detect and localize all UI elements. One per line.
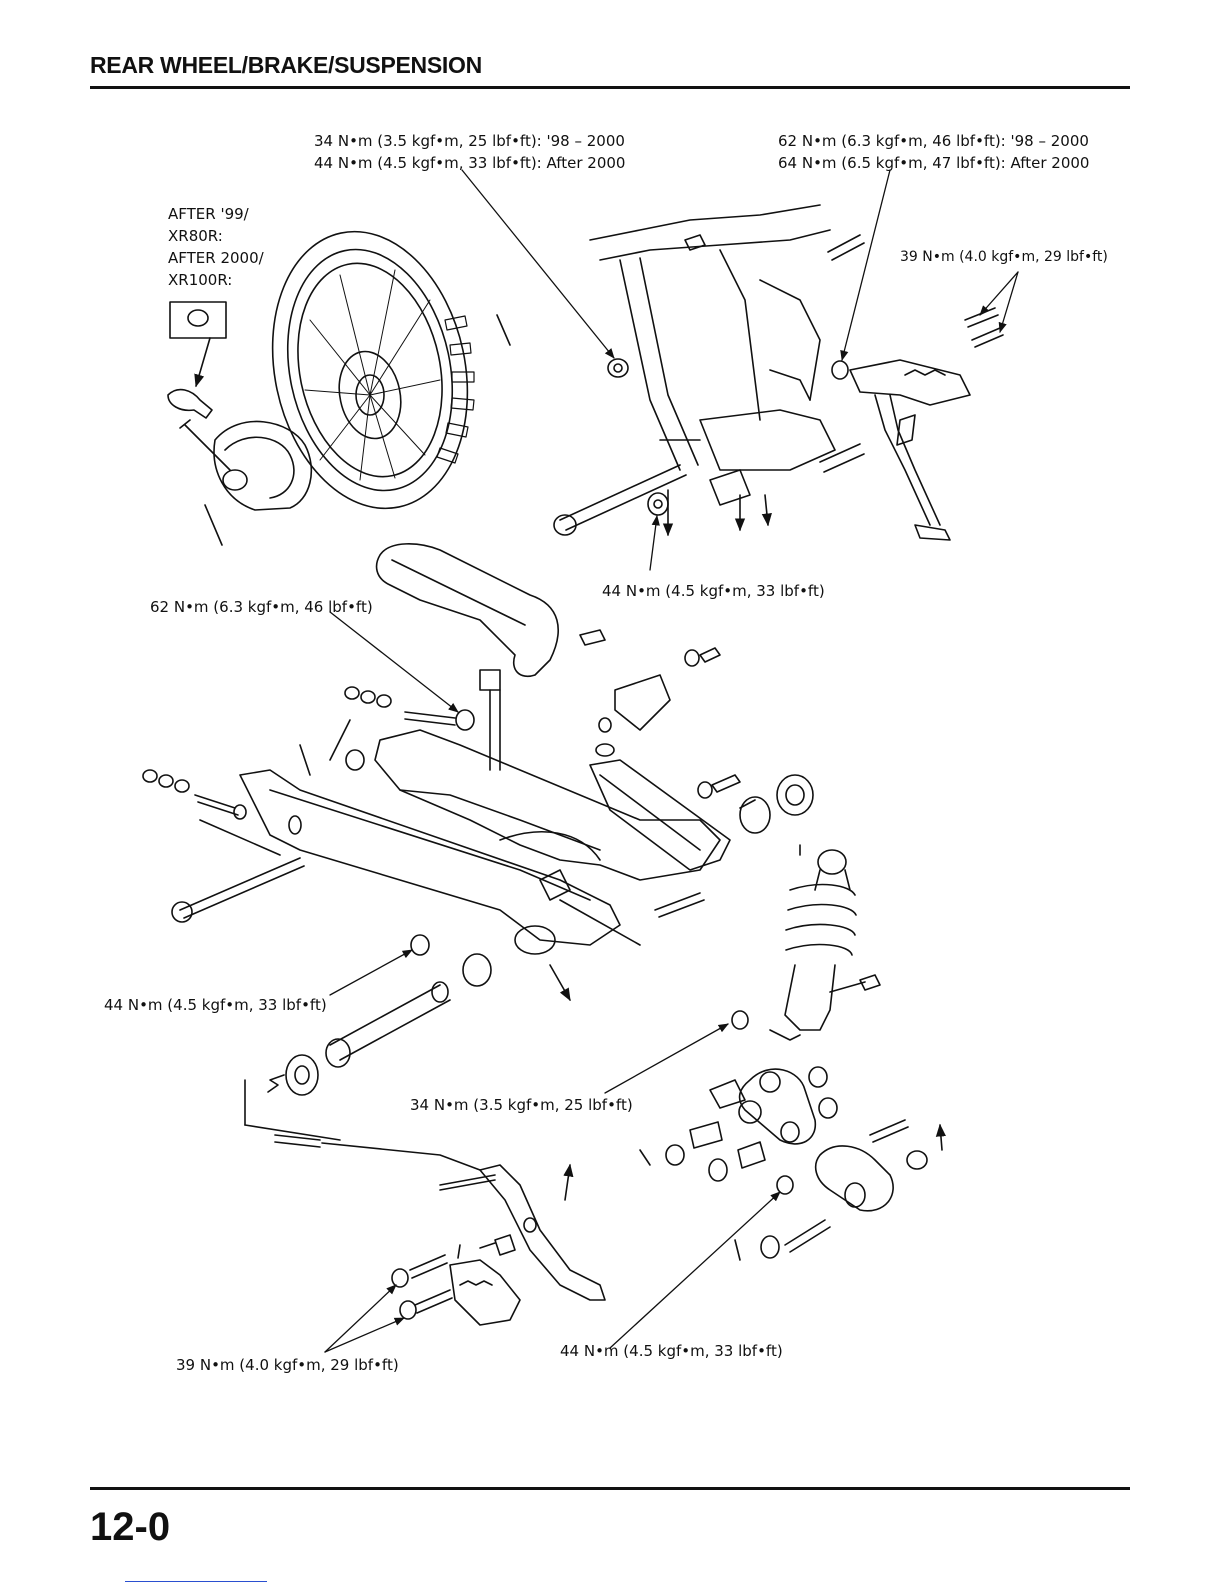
shock-nut-torque-callout: 34 N•m (3.5 kgf•m, 25 lbf•ft) (410, 1094, 633, 1116)
chain-guard (375, 543, 559, 771)
footpeg-left (391, 1244, 521, 1326)
torque-spec-line: 44 N•m (4.5 kgf•m, 33 lbf•ft): After 200… (314, 154, 626, 172)
pivot-bolt-torque-callout: 62 N•m (6.3 kgf•m, 46 lbf•ft): '98 – 200… (778, 130, 1089, 174)
torque-spec-line: 39 N•m (4.0 kgf•m, 29 lbf•ft) (900, 249, 1108, 265)
rear-wheel (271, 230, 511, 510)
pivot-nut-torque-callout: 44 N•m (4.5 kgf•m, 33 lbf•ft) (104, 994, 327, 1016)
torque-spec-line: 34 N•m (3.5 kgf•m, 25 lbf•ft): '98 – 200… (314, 132, 625, 150)
footpeg-right (849, 359, 971, 541)
footpeg-bolt-torque-callout-right: 39 N•m (4.0 kgf•m, 29 lbf•ft) (900, 246, 1108, 268)
shock-absorber (731, 844, 881, 1041)
link-underline (125, 1581, 267, 1582)
footpeg-bolt-torque-callout-left: 39 N•m (4.0 kgf•m, 29 lbf•ft) (176, 1354, 399, 1376)
suspension-linkage (639, 1066, 947, 1261)
frame-nut-torque-callout: 44 N•m (4.5 kgf•m, 33 lbf•ft) (602, 580, 825, 602)
brake-panel (167, 301, 313, 546)
model-note-line: AFTER 2000/ (168, 249, 264, 267)
page-number: 12-0 (90, 1505, 171, 1549)
torque-spec-line: 64 N•m (6.5 kgf•m, 47 lbf•ft): After 200… (778, 154, 1090, 172)
model-note-line: XR100R: (168, 271, 233, 289)
linkage-nut-torque-callout: 44 N•m (4.5 kgf•m, 33 lbf•ft) (560, 1340, 783, 1362)
model-note-line: AFTER '99/ (168, 205, 249, 223)
leader-lines (324, 169, 1019, 1353)
model-note-line: XR80R: (168, 227, 223, 245)
torque-spec-line: 44 N•m (4.5 kgf•m, 33 lbf•ft) (560, 1342, 783, 1360)
brake-pedal (274, 1134, 606, 1301)
model-applicability-note: AFTER '99/ XR80R: AFTER 2000/ XR100R: (168, 203, 264, 291)
swingarm (199, 729, 721, 1002)
pivot-shaft (244, 953, 492, 1141)
small-hardware (142, 629, 814, 956)
torque-spec-line: 44 N•m (4.5 kgf•m, 33 lbf•ft) (602, 582, 825, 600)
chain-slider (589, 759, 731, 871)
axle-nut-torque-callout: 34 N•m (3.5 kgf•m, 25 lbf•ft): '98 – 200… (314, 130, 625, 174)
header-rule (90, 86, 1130, 89)
swingarm-bolt-torque-callout: 62 N•m (6.3 kgf•m, 46 lbf•ft) (150, 596, 373, 618)
torque-spec-line: 62 N•m (6.3 kgf•m, 46 lbf•ft) (150, 598, 373, 616)
torque-spec-line: 39 N•m (4.0 kgf•m, 29 lbf•ft) (176, 1356, 399, 1374)
frame (589, 204, 836, 506)
torque-spec-line: 62 N•m (6.3 kgf•m, 46 lbf•ft): '98 – 200… (778, 132, 1089, 150)
frame-fasteners (553, 234, 1004, 537)
footer-rule (90, 1487, 1130, 1490)
torque-spec-line: 44 N•m (4.5 kgf•m, 33 lbf•ft) (104, 996, 327, 1014)
page-title: REAR WHEEL/BRAKE/SUSPENSION (90, 52, 482, 78)
torque-spec-line: 34 N•m (3.5 kgf•m, 25 lbf•ft) (410, 1096, 633, 1114)
